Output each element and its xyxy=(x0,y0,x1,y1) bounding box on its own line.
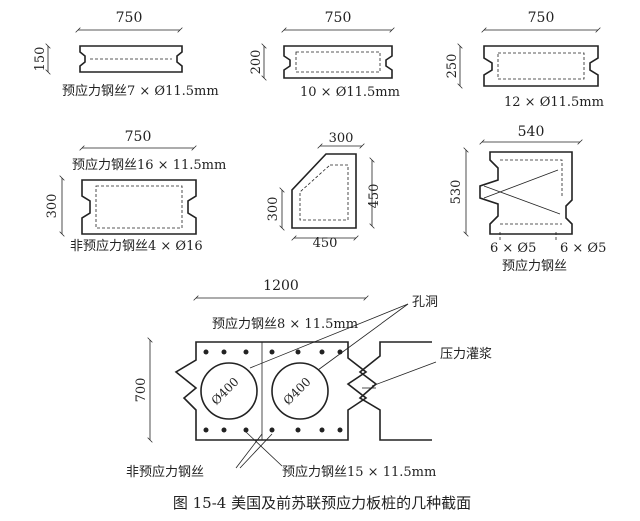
grout-leader xyxy=(371,361,437,387)
section-g-height: 700 xyxy=(134,378,149,403)
hole-leader-1 xyxy=(249,303,409,369)
section-b-height: 200 xyxy=(249,50,264,75)
section-g: 1200 预应力钢丝8 × 11.5mm 700 Ø400 Ø400 孔洞 压力 xyxy=(126,278,492,480)
section-g-hole-1 xyxy=(200,362,258,420)
section-f-height: 530 xyxy=(449,180,464,205)
section-c-note: 12 × Ø11.5mm xyxy=(504,95,604,110)
section-f-note: 预应力钢丝 xyxy=(502,258,567,274)
section-g-grout-label: 压力灌浆 xyxy=(440,347,492,362)
figure-caption: 图 15-4 美国及前苏联预应力板桩的几种截面 xyxy=(173,494,471,512)
section-c-outline xyxy=(483,45,599,87)
section-f-diagonal-1 xyxy=(483,185,561,215)
section-b-note: 10 × Ø11.5mm xyxy=(300,85,400,100)
section-e-left: 300 xyxy=(266,197,281,222)
prestress-leader xyxy=(245,431,283,467)
section-f-rebar-right: 6 × Ø5 xyxy=(560,241,606,256)
section-g-note-left-bottom: 非预应力钢丝 xyxy=(126,464,204,480)
section-g-hole-dia-1: Ø400 xyxy=(209,375,242,408)
section-d-height: 300 xyxy=(45,194,60,219)
hole-leader-2 xyxy=(317,303,409,371)
nonprestress-leader-1 xyxy=(235,433,263,469)
section-e: 300 300 450 450 xyxy=(266,131,382,251)
section-g-hole-dia-2: Ø400 xyxy=(281,375,314,408)
section-d-note-bottom: 非预应力钢丝4 × Ø16 xyxy=(70,238,203,254)
section-b-cage xyxy=(295,51,381,73)
section-e-top: 300 xyxy=(329,131,354,146)
section-e-right: 450 xyxy=(367,184,382,209)
section-g-note-right-bottom: 预应力钢丝15 × 11.5mm xyxy=(282,464,436,480)
section-f-width: 540 xyxy=(518,124,545,140)
section-f: 540 530 6 × Ø5 6 × Ø5 预应力钢丝 xyxy=(449,124,606,274)
section-d-cage xyxy=(95,185,183,229)
section-a-note: 预应力钢丝7 × Ø11.5mm xyxy=(62,83,219,99)
section-b-outline xyxy=(283,45,393,79)
nonprestress-leader-2 xyxy=(239,433,273,469)
section-d-width: 750 xyxy=(125,129,152,145)
section-b-width: 750 xyxy=(325,10,352,26)
section-f-outline xyxy=(479,151,573,235)
section-b: 750 200 10 × Ø11.5mm xyxy=(249,10,400,100)
section-f-cage xyxy=(500,159,563,225)
section-e-cage xyxy=(299,164,349,221)
section-e-bottom: 450 xyxy=(313,236,338,251)
section-g-wire-dots xyxy=(203,349,343,433)
section-g-note-top: 预应力钢丝8 × 11.5mm xyxy=(212,316,358,332)
section-a-height: 150 xyxy=(33,47,48,72)
section-d: 750 预应力钢丝16 × 11.5mm 300 非预应力钢丝4 × Ø16 xyxy=(45,129,226,254)
section-g-adjacent-pile xyxy=(358,341,432,441)
section-d-outline xyxy=(81,179,197,235)
section-e-outline xyxy=(291,153,357,229)
section-f-rebar-left: 6 × Ø5 xyxy=(490,241,536,256)
section-d-note-top: 预应力钢丝16 × 11.5mm xyxy=(72,157,226,173)
section-g-hole-label: 孔洞 xyxy=(412,295,438,310)
section-f-diagonal-2 xyxy=(483,169,559,199)
section-c: 750 250 12 × Ø11.5mm xyxy=(445,10,604,110)
section-a-width: 750 xyxy=(116,10,143,26)
section-c-cage xyxy=(497,52,585,80)
section-g-width: 1200 xyxy=(263,278,299,294)
section-g-outline xyxy=(174,341,368,441)
section-c-height: 250 xyxy=(445,54,460,79)
section-a-outline xyxy=(79,45,183,73)
section-c-width: 750 xyxy=(528,10,555,26)
section-a: 750 150 预应力钢丝7 × Ø11.5mm xyxy=(33,10,219,99)
section-g-hole-2 xyxy=(271,362,329,420)
